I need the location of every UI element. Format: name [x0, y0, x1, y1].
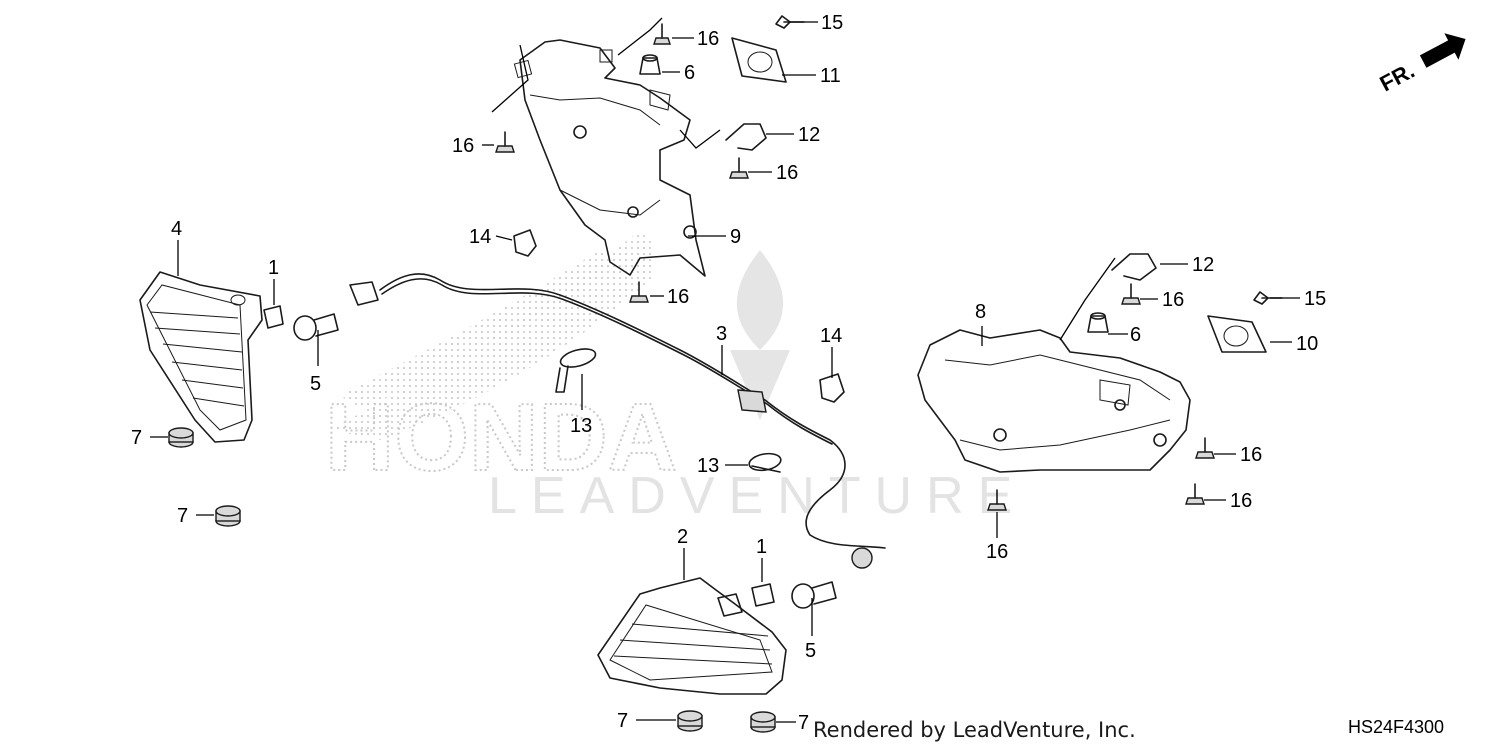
callout-13: 13 — [570, 415, 592, 437]
cable-tie-a — [555, 348, 597, 393]
callout-16: 16 — [776, 162, 798, 184]
front-arrow-icon — [1419, 33, 1466, 68]
callout-16: 16 — [1230, 490, 1252, 512]
render-credit: Rendered by LeadVenture, Inc. — [813, 718, 1136, 742]
grommet-a — [168, 427, 194, 448]
bolt-c — [729, 157, 749, 179]
callout-1: 1 — [268, 257, 279, 279]
callout-4: 4 — [171, 218, 182, 240]
callout-7: 7 — [617, 710, 628, 732]
callout-16: 16 — [1240, 444, 1262, 466]
watermark: HONDA LEADVENTURE — [324, 230, 1026, 525]
callout-5: 5 — [310, 373, 321, 395]
bolt-a — [653, 23, 671, 45]
bulb-left — [293, 313, 339, 341]
bulb-socket-right — [751, 583, 775, 607]
callout-15: 15 — [1304, 288, 1326, 310]
bolt-f — [1195, 437, 1215, 459]
callout-16: 16 — [1162, 289, 1184, 311]
callout-9: 9 — [730, 226, 741, 248]
callout-8: 8 — [975, 301, 986, 323]
bolt-b — [495, 131, 515, 153]
upper-mounting-bracket — [513, 39, 706, 277]
left-turn-signal-lens — [139, 271, 263, 443]
callout-15: 15 — [821, 12, 843, 34]
watermark-text: LEADVENTURE — [488, 467, 1026, 525]
callout-3: 3 — [716, 323, 727, 345]
callout-2: 2 — [677, 526, 688, 548]
lower-mounting-bracket — [917, 329, 1191, 473]
bolt-d — [629, 281, 649, 303]
grommet-c — [677, 710, 703, 732]
grommet-d — [750, 711, 776, 733]
leadventure-flame-icon — [730, 250, 790, 420]
callout-14: 14 — [469, 226, 491, 248]
callout-16: 16 — [986, 541, 1008, 563]
diagram-code: HS24F4300 — [1348, 717, 1445, 737]
bulb-right — [791, 581, 837, 609]
callout-16: 16 — [452, 135, 474, 157]
callout-12: 12 — [1192, 254, 1214, 276]
front-label: FR. — [1376, 58, 1419, 97]
seal-plate-11 — [731, 37, 787, 83]
clip-a — [513, 229, 537, 257]
callout-numbers: 1 1 2 3 4 5 5 6 6 7 7 7 7 8 9 10 11 12 1… — [131, 12, 1326, 734]
front-direction-indicator: FR. — [1376, 33, 1466, 97]
leader-lines — [150, 17, 1300, 723]
callout-6: 6 — [1130, 324, 1141, 346]
wire-harness — [349, 273, 886, 569]
callout-6: 6 — [684, 62, 695, 84]
bolt-g — [1185, 483, 1205, 505]
clamp-12-lower — [1111, 253, 1157, 281]
seal-plate-10 — [1207, 315, 1267, 353]
callout-5: 5 — [805, 640, 816, 662]
clip-b — [819, 373, 845, 403]
callout-13: 13 — [697, 455, 719, 477]
right-turn-signal-lens — [597, 577, 787, 695]
callout-16: 16 — [697, 28, 719, 50]
bolt-e — [1121, 283, 1141, 305]
callout-14: 14 — [820, 325, 842, 347]
callout-12: 12 — [798, 124, 820, 146]
callout-16: 16 — [667, 286, 689, 308]
bulb-socket-left — [263, 305, 284, 329]
cable-tie-b — [748, 452, 782, 473]
callout-7: 7 — [131, 427, 142, 449]
callout-11: 11 — [820, 65, 841, 87]
watermark-brand: HONDA — [325, 384, 677, 491]
callout-10: 10 — [1296, 333, 1318, 355]
rubber-mount-a — [639, 54, 661, 75]
callout-7: 7 — [798, 712, 809, 734]
bolt-h — [987, 489, 1007, 511]
grommet-b — [215, 505, 241, 527]
callout-7: 7 — [177, 505, 188, 527]
clamp-12-upper — [725, 123, 767, 151]
honda-wing-logo-lower — [340, 250, 620, 410]
callout-1: 1 — [756, 536, 767, 558]
rubber-mount-b — [1087, 312, 1109, 333]
